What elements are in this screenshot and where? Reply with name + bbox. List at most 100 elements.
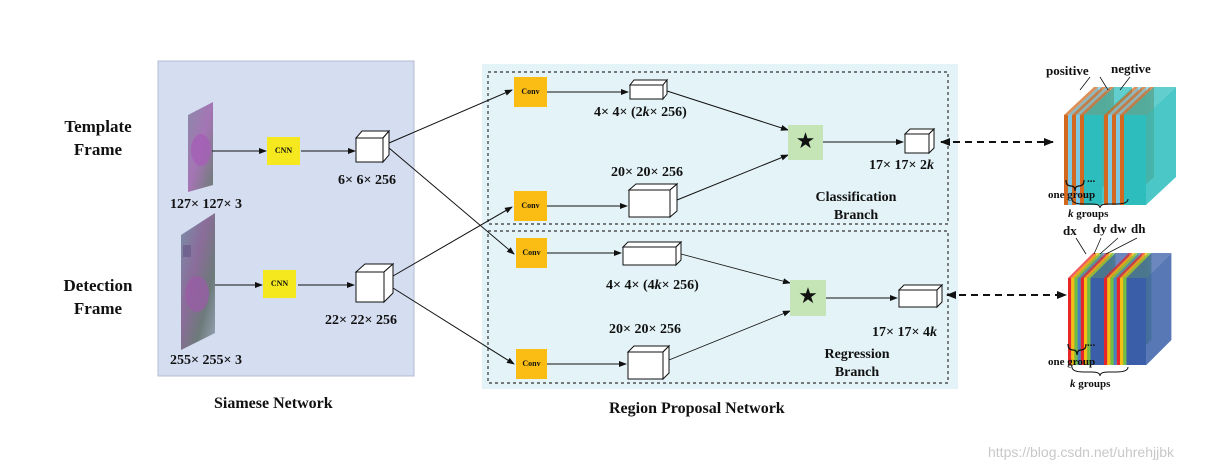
reg-output-dim: 17× 17× 4k [872, 326, 937, 340]
reg-xcorr-box [790, 280, 826, 316]
reg-detection-conv-box [516, 349, 547, 379]
cls-one-group-label: one group [1048, 189, 1096, 201]
cls-template-dim: 4× 4× (2k× 256) [594, 106, 687, 120]
reg-xcorr-star-icon: ★ [798, 284, 818, 309]
cls-template-feature-block [628, 78, 669, 101]
detection-cnn-label: CNN [270, 279, 289, 288]
reg-detection-to-xcorr-arrow [668, 310, 791, 361]
siamese-network-title: Siamese Network [214, 395, 333, 412]
cls-template-to-xcorr-arrow [666, 90, 789, 131]
template-feature-dim: 6× 6× 256 [338, 173, 396, 188]
reg-template-to-xcorr-arrow [680, 253, 791, 285]
cls-detection-conv-label: Conv [521, 201, 540, 210]
template-frame-label-line1: Template [64, 117, 132, 136]
detection-feature-cube [354, 262, 395, 304]
dw-pointer [1099, 237, 1119, 255]
cls-xcorr-box [788, 125, 823, 160]
dh-pointer [1105, 237, 1138, 255]
reg-detection-dim: 20× 20× 256 [609, 322, 681, 337]
cls-xcorr-star-icon: ★ [795, 129, 816, 154]
cls-detection-dim: 20× 20× 256 [611, 165, 683, 180]
dh-label: dh [1131, 221, 1146, 236]
cls-one-group-brace [1065, 179, 1085, 192]
negtive-label: negtive [1111, 61, 1151, 76]
reg-dots: ... [1087, 337, 1096, 349]
reg-output-dim-pre: 17× 17× 4 [872, 325, 930, 340]
classification-branch-line2: Branch [833, 208, 879, 224]
regression-branch-line1: Regression [824, 347, 890, 362]
regression-branch-label: Regression Branch [797, 346, 917, 382]
reg-template-conv-label: Conv [522, 248, 541, 257]
rpn-panel [482, 64, 958, 389]
detection-frame-image [181, 213, 215, 350]
template-feature-cube [354, 129, 391, 164]
reg-k-groups-brace [1071, 366, 1129, 377]
reg-template-dim: 4× 4× (4k× 256) [606, 279, 699, 293]
cls-detection-to-xcorr-arrow [676, 154, 789, 201]
detection-to-reg-conv-arrow [392, 287, 515, 365]
reg-anchor-stack [1068, 253, 1172, 365]
template-cnn-label: CNN [274, 146, 293, 155]
watermark: https://blog.csdn.net/uhrehjjbk [988, 444, 1175, 460]
detection-to-cls-conv-arrow [392, 206, 513, 277]
template-frame-label: Template Frame [38, 116, 158, 162]
cls-output-dim-k: k [926, 158, 934, 173]
cls-anchor-stack [1064, 87, 1176, 205]
reg-template-dim-post: × 256) [661, 278, 699, 293]
cls-template-dim-k: k [642, 105, 650, 120]
positive-pointer-2 [1099, 76, 1109, 91]
reg-template-conv-box [516, 238, 547, 268]
cls-detection-conv-box [514, 191, 547, 221]
reg-k-groups-k: k [1070, 378, 1076, 390]
detection-cnn-box [263, 270, 296, 298]
cls-k-groups-label: k groups [1068, 209, 1108, 220]
cls-template-conv-label: Conv [521, 87, 540, 96]
rpn-title: Region Proposal Network [609, 400, 785, 417]
cls-k-groups-brace [1071, 198, 1129, 209]
cls-detection-feature-block [627, 182, 679, 219]
detection-input-dim: 255× 255× 3 [170, 353, 242, 368]
regression-branch-line2: Branch [834, 365, 880, 381]
cls-k-groups-k: k [1068, 208, 1074, 220]
cls-template-dim-pre: 4× 4× (2 [594, 105, 643, 120]
template-frame-image [188, 102, 213, 192]
reg-template-feature-block [621, 240, 683, 267]
reg-k-groups-text: groups [1075, 378, 1111, 390]
positive-pointer [1079, 76, 1091, 91]
detection-frame-label: Detection Frame [38, 275, 158, 321]
cls-template-conv-box [514, 77, 547, 107]
cls-dots: ... [1087, 173, 1096, 185]
positive-label: positive [1046, 63, 1089, 78]
reg-detection-feature-block [626, 344, 671, 381]
cls-output-dim-pre: 17× 17× 2 [869, 158, 927, 173]
reg-detection-conv-label: Conv [522, 359, 541, 368]
template-to-reg-conv-arrow [388, 147, 515, 255]
reg-one-group-brace [1067, 343, 1087, 356]
classification-branch-region [487, 71, 949, 225]
dx-label: dx [1063, 223, 1077, 238]
negtive-pointer [1119, 76, 1131, 91]
reg-anchor-slab [1126, 253, 1172, 365]
cls-k-groups-text: groups [1073, 208, 1109, 220]
detection-frame-label-line1: Detection [63, 276, 133, 295]
dw-label: dw [1110, 221, 1127, 236]
template-frame-label-line2: Frame [73, 139, 123, 159]
cls-output-block [903, 127, 936, 155]
dy-pointer [1093, 237, 1102, 255]
reg-output-block [897, 283, 944, 309]
detection-frame-label-line2: Frame [73, 298, 123, 318]
template-input-dim: 127× 127× 3 [170, 197, 242, 212]
reg-k-groups-label: k groups [1070, 379, 1110, 390]
reg-template-dim-pre: 4× 4× (4 [606, 278, 655, 293]
template-to-cls-conv-arrow [388, 89, 513, 144]
reg-template-dim-k: k [654, 278, 662, 293]
dx-pointer [1075, 237, 1087, 255]
cls-template-dim-post: × 256) [649, 105, 687, 120]
regression-branch-region [487, 230, 949, 384]
reg-output-dim-k: k [929, 325, 937, 340]
dy-label: dy [1093, 221, 1107, 236]
cls-output-dim: 17× 17× 2k [869, 159, 934, 173]
detection-feature-dim: 22× 22× 256 [325, 313, 397, 328]
